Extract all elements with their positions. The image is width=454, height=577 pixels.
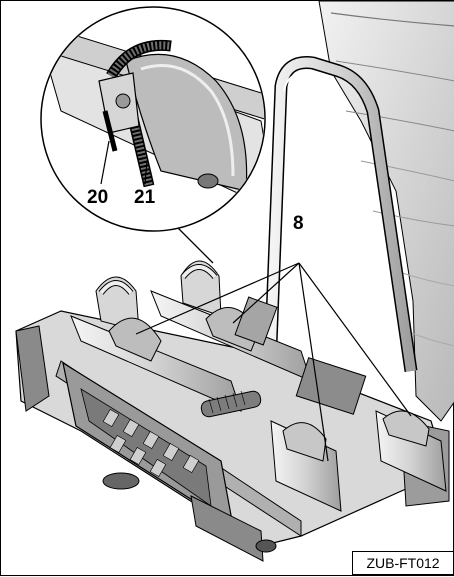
- figure-reference-code: ZUB-FT012: [352, 551, 454, 575]
- callout-20: 20: [87, 187, 109, 208]
- center-coupling: [200, 296, 367, 418]
- callout-21: 21: [134, 187, 156, 208]
- callout-8: 8: [293, 213, 304, 234]
- frame-hoop: [262, 56, 418, 397]
- vehicle-rear: [318, 1, 454, 422]
- wheel-rail-4: [375, 410, 447, 492]
- callout-8-leaders: [135, 262, 412, 462]
- detail-circle: [40, 6, 266, 264]
- wheel-rail-3: [270, 420, 342, 512]
